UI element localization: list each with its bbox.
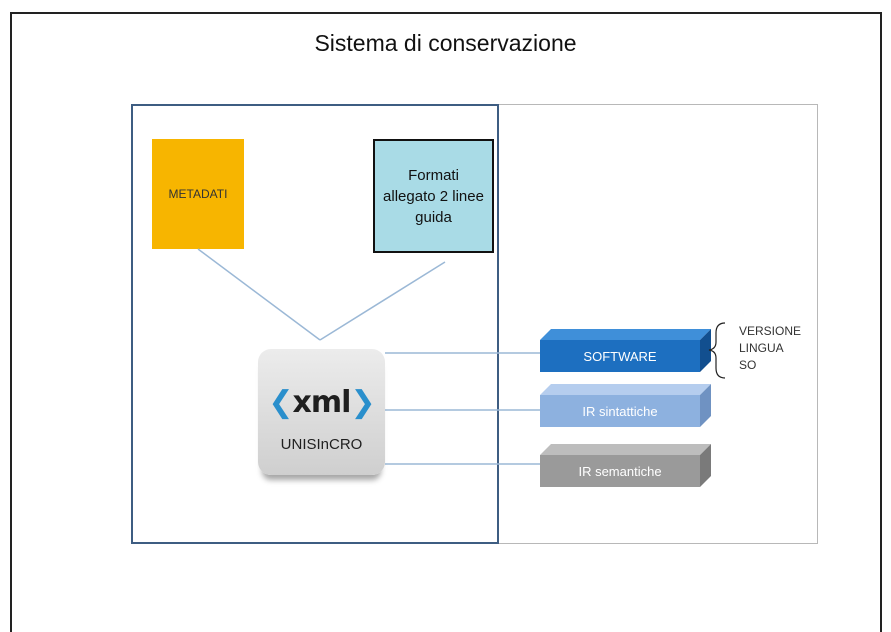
xml-unisincro-icon: ❮xml❯ UNISInCRO	[258, 349, 385, 475]
xml-logo-text: xml	[292, 385, 352, 420]
software-label: SOFTWARE	[583, 348, 657, 364]
xml-logo: ❮xml❯	[258, 385, 385, 420]
formati-box: Formati allegato 2 linee guida	[373, 139, 494, 253]
properties-brace	[708, 322, 726, 379]
diagram-title: Sistema di conservazione	[314, 30, 577, 56]
metadati-label: METADATI	[168, 187, 228, 201]
connector-lines	[197, 248, 726, 487]
page-frame	[10, 12, 882, 632]
ir-sintattiche-label: IR sintattiche	[582, 403, 658, 419]
ir-semantiche-label: IR semantiche	[578, 463, 662, 479]
chevron-right-icon: ❯	[350, 385, 375, 420]
archive-package-region	[131, 104, 499, 544]
chevron-left-icon: ❮	[268, 385, 293, 420]
connector-metadati-xml	[197, 248, 321, 341]
xml-name-label: UNISInCRO	[280, 436, 363, 453]
software-block	[540, 329, 711, 372]
ir-sintattiche-block	[540, 384, 711, 427]
property-so: SO	[739, 358, 757, 372]
connector-formati-xml	[319, 261, 446, 341]
property-lingua: LINGUA	[739, 341, 784, 355]
software-properties: VERSIONE LINGUA SO	[739, 323, 801, 374]
metadati-box: METADATI	[152, 139, 244, 249]
formati-label: Formati allegato 2 linee guida	[383, 166, 484, 226]
property-versione: VERSIONE	[739, 324, 802, 338]
ir-semantiche-block	[540, 444, 711, 487]
